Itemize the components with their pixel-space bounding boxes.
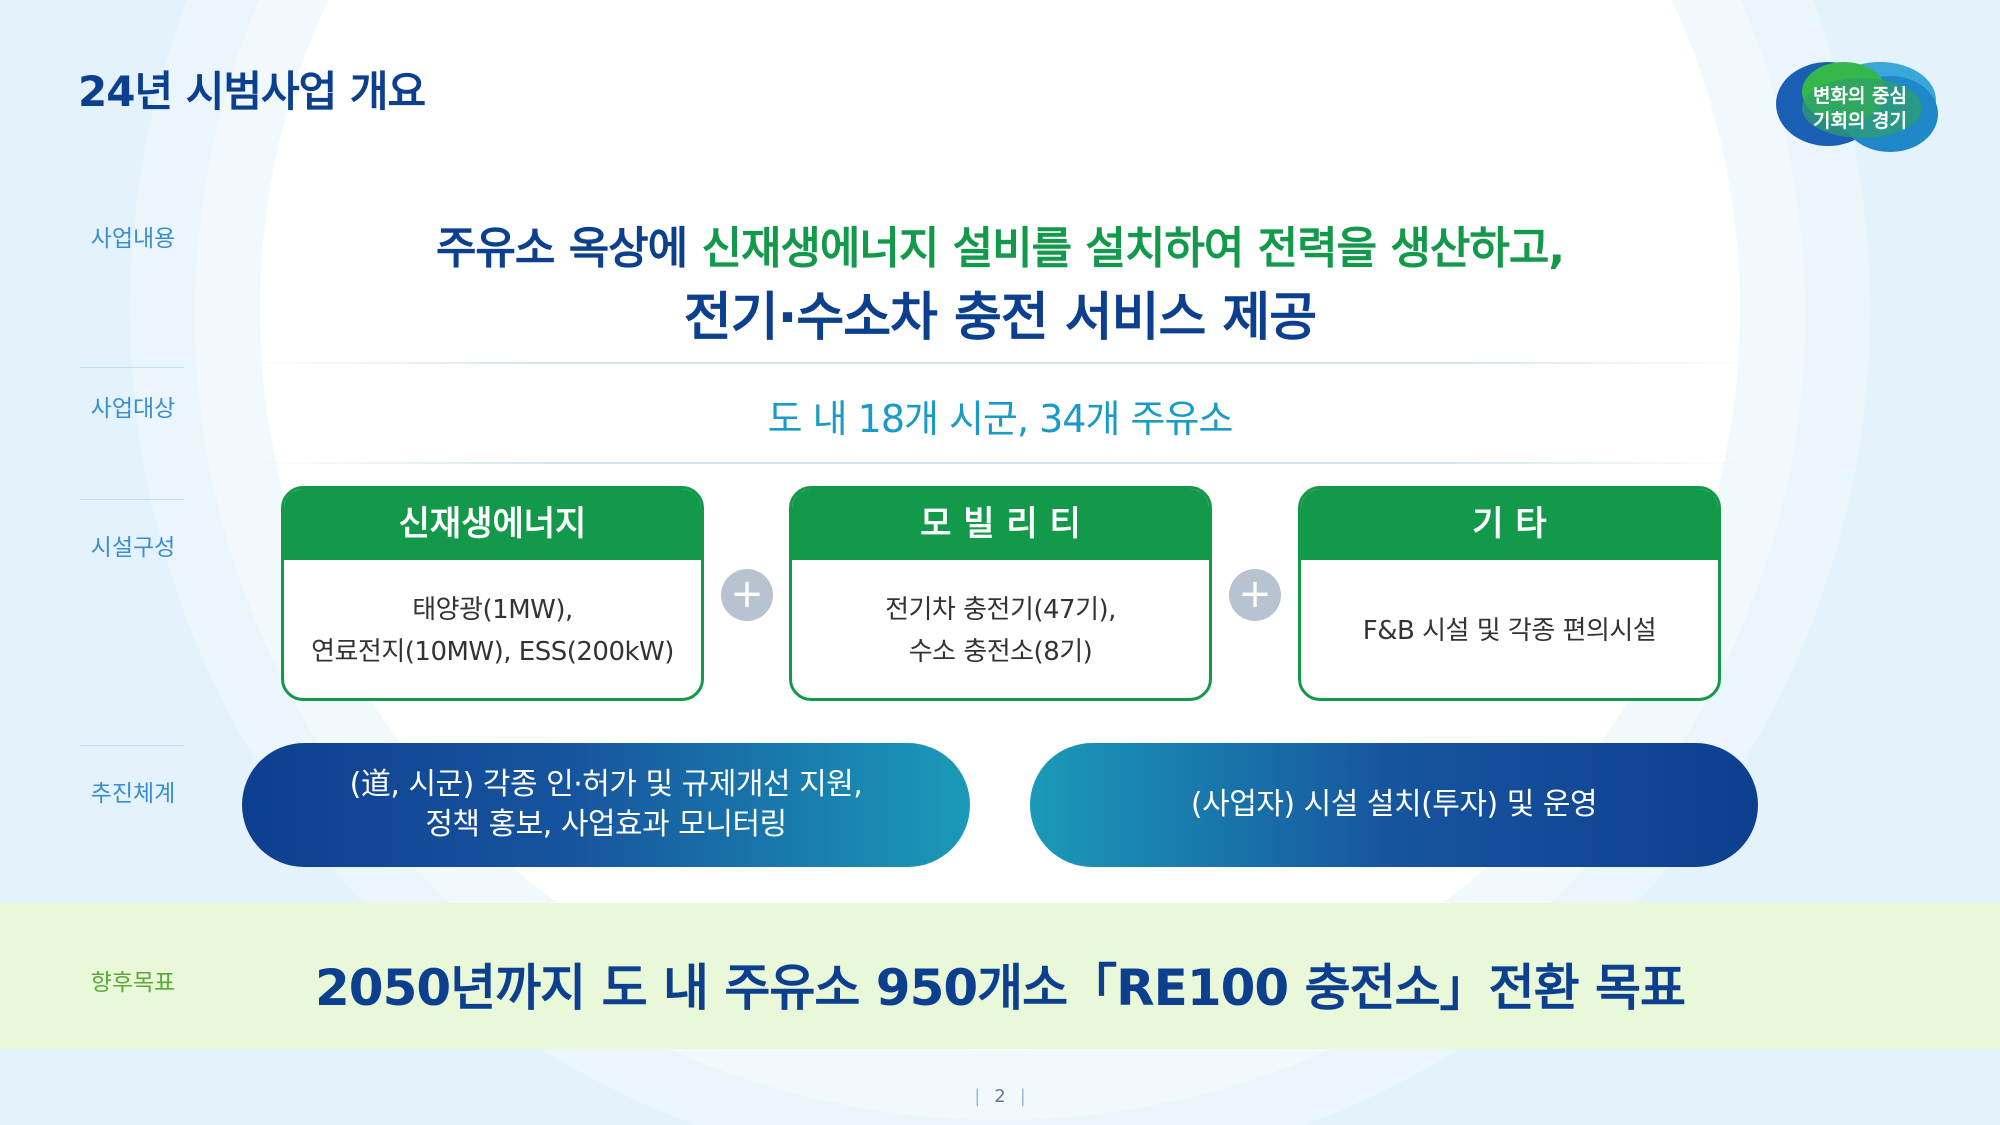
page-title: 24년 시범사업 개요 [78,67,426,116]
content-headline-line2: 전기·수소차 충전 서비스 제공 [683,288,1317,348]
section-divider [240,462,1760,464]
label-divider [80,745,184,746]
page-number-divider: | [1019,1086,1026,1107]
facility-card-title: 기 타 [1301,489,1718,560]
label-future-goal: 향후목표 [90,970,176,996]
logo-slogan-text: 변화의 중심 기회의 경기 [1770,84,1950,134]
facility-card-body: F&B 시설 및 각종 편의시설 [1362,615,1657,646]
facility-card-renewable: 신재생에너지 태양광(1MW), 연료전지(10MW), ESS(200kW) [281,486,704,701]
system-pill-operator: (사업자) 시설 설치(투자) 및 운영 [1030,743,1758,867]
plus-icon: + [721,569,773,621]
logo-blob-graphic [1776,62,1938,152]
gyeonggi-slogan-logo: 변화의 중심 기회의 경기 [1770,52,1950,160]
logo-line-1: 변화의 중심 [1812,85,1907,107]
section-divider [240,362,1760,364]
goal-band [0,903,2000,1049]
facility-card-other: 기 타 F&B 시설 및 각종 편의시설 [1298,486,1721,701]
facility-card-title: 모 빌 리 티 [792,489,1209,560]
facility-card-title: 신재생에너지 [284,489,701,560]
facility-card-body: 전기차 충전기(47기), 수소 충전소(8기) [885,594,1116,667]
label-business-target: 사업대상 [90,396,176,422]
page-number: | 2 | [950,1086,1050,1107]
label-business-content: 사업내용 [90,226,176,252]
future-goal-text: 2050년까지 도 내 주유소 950개소「RE100 충전소」전환 목표 [315,959,1686,1017]
page-number-divider: | [974,1086,981,1107]
page-number-value: 2 [994,1086,1006,1107]
content-headline-blue: 주유소 옥상에 [435,223,702,274]
facility-card-body: 태양광(1MW), 연료전지(10MW), ESS(200kW) [311,594,674,667]
content-headline-line1: 주유소 옥상에 신재생에너지 설비를 설치하여 전력을 생산하고, [300,212,1700,276]
plus-icon: + [1229,569,1281,621]
business-target-text: 도 내 18개 시군, 34개 주유소 [767,397,1234,441]
system-pill-government: (道, 시군) 각종 인·허가 및 규제개선 지원, 정책 홍보, 사업효과 모… [242,743,970,867]
label-divider [80,367,184,368]
label-divider [80,499,184,500]
facility-card-mobility: 모 빌 리 티 전기차 충전기(47기), 수소 충전소(8기) [789,486,1212,701]
label-promotion-system: 추진체계 [90,781,176,807]
logo-line-2: 기회의 경기 [1812,110,1907,132]
content-headline-green: 신재생에너지 설비를 설치하여 전력을 생산하고, [701,223,1565,274]
label-facility-composition: 시설구성 [90,535,176,561]
